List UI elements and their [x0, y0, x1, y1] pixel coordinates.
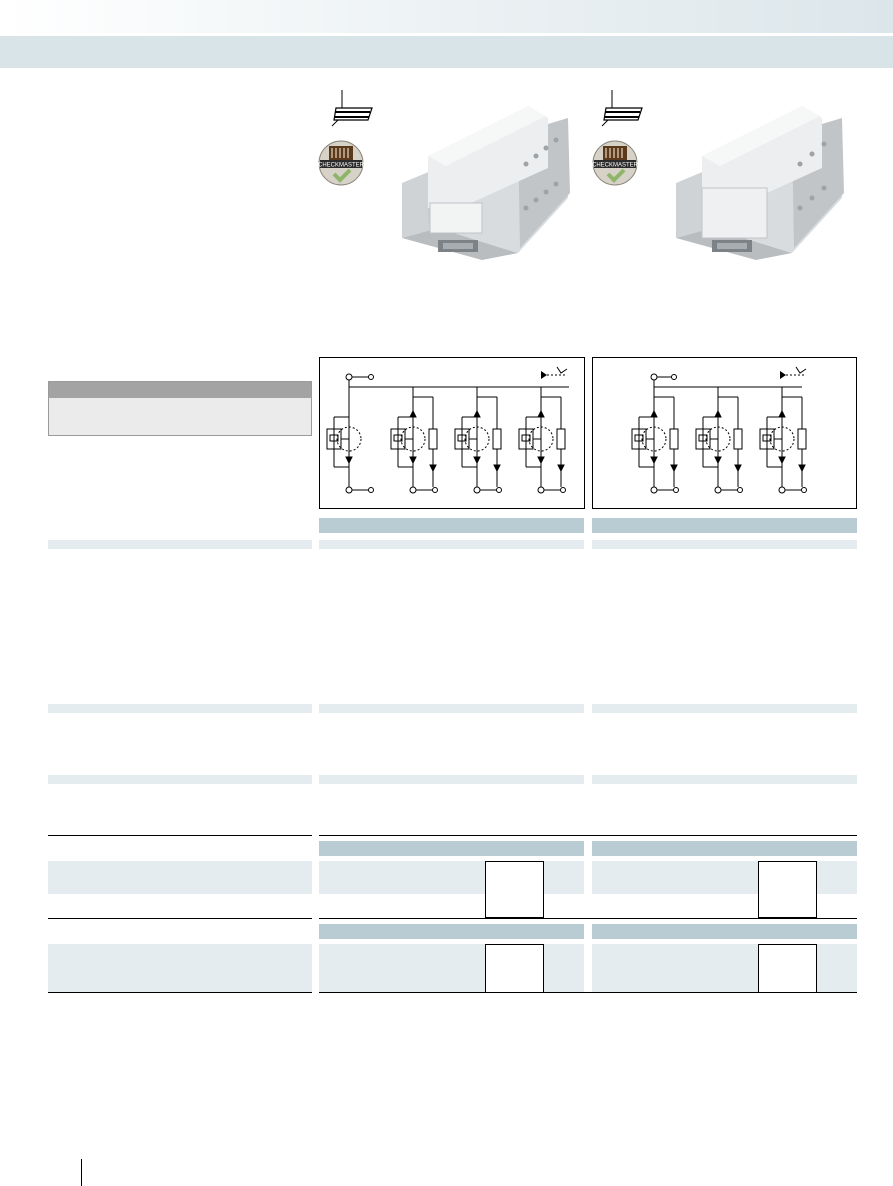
header-gradient-band [0, 0, 893, 33]
table-rule [48, 835, 312, 836]
section-bar-label [48, 704, 312, 713]
din-rail-icon [331, 90, 373, 127]
checkmaster-badge: CHECKMASTER [316, 138, 366, 188]
section-bar-col1 [319, 540, 584, 549]
ordering-header-col2 [592, 924, 857, 939]
product-image-3-pole [676, 106, 844, 260]
section-bar-label [48, 540, 312, 549]
ordering-qty-box [758, 861, 817, 918]
footer-page-divider [81, 1159, 82, 1186]
ordering-header-col1 [319, 841, 584, 856]
table-rule [319, 918, 857, 919]
table-rule [319, 992, 857, 993]
header-title-bar [0, 36, 893, 68]
product-image-4-pole [402, 106, 570, 260]
ordering-qty-box [758, 944, 817, 993]
ordering-cell-col2 [592, 944, 857, 992]
checkmaster-text: CHECKMASTER [592, 163, 639, 169]
table-rule [48, 992, 312, 993]
checkmaster-badge: CHECKMASTER [590, 138, 640, 188]
section-bar-col2 [592, 540, 857, 549]
wiring-diagram-4-pole [319, 357, 585, 509]
section-bar-col2 [592, 704, 857, 713]
table-rule [319, 835, 857, 836]
ordering-header-col2 [592, 841, 857, 856]
ordering-cell-col2 [592, 861, 857, 894]
checkmaster-text: CHECKMASTER [318, 163, 365, 169]
wiring-diagram-3-pole [592, 357, 857, 509]
section-bar-col1 [319, 775, 584, 784]
ordering-cell-col1 [319, 861, 584, 894]
section-bar-col1 [319, 704, 584, 713]
info-box-header [49, 382, 311, 398]
table-rule [48, 918, 312, 919]
info-box [48, 381, 312, 436]
section-bar-label [48, 775, 312, 784]
ordering-qty-box [485, 861, 544, 918]
ordering-header-col1 [319, 924, 584, 939]
ordering-qty-box [485, 944, 544, 993]
ordering-label-cell [48, 944, 312, 992]
ordering-cell-col1 [319, 944, 584, 992]
din-rail-icon [601, 90, 643, 127]
ordering-label-cell [48, 861, 312, 894]
column-header-4-pole [319, 518, 584, 533]
section-bar-col2 [592, 775, 857, 784]
column-header-3-pole [592, 518, 857, 533]
